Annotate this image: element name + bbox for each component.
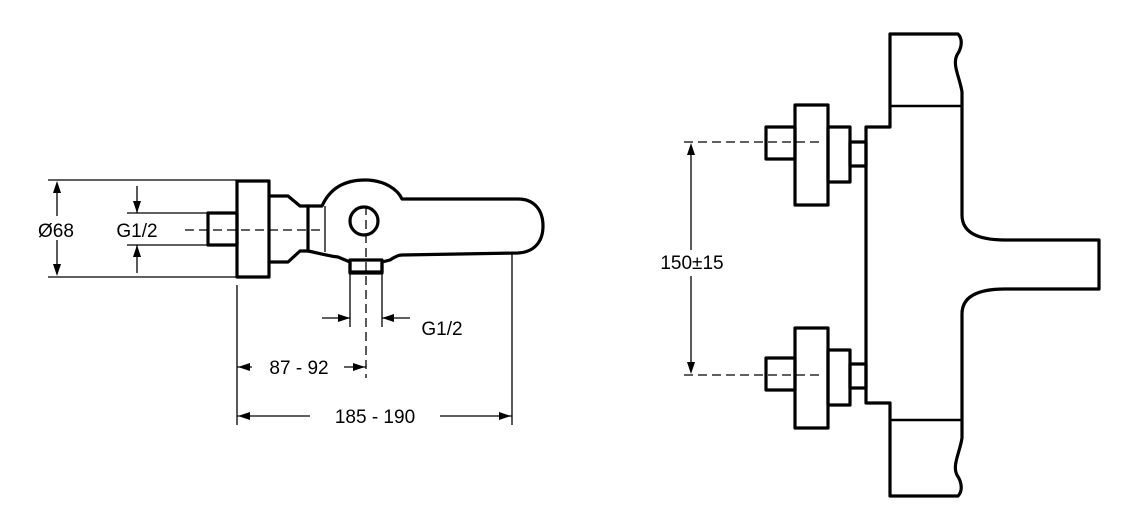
- lower-connector: [764, 326, 868, 430]
- inlet-spacing-dimension: [644, 143, 740, 374]
- wall-flange: [235, 179, 271, 279]
- mixer-bar-outline: [864, 32, 1101, 498]
- diameter-label: Ø68: [38, 221, 74, 242]
- control-knob: [348, 205, 380, 237]
- outlet-distance-dimension: [237, 355, 366, 379]
- upper-connector: [764, 103, 868, 207]
- outlet-thread-label: G1/2: [421, 319, 462, 340]
- mixer-body-handle: [306, 178, 545, 274]
- side-view: Ø68 G1/2 G1/2: [22, 178, 545, 428]
- outlet-nipple: [348, 258, 384, 275]
- overall-depth-label: 185 - 190: [335, 407, 415, 428]
- inlet-stub: [206, 211, 239, 247]
- outlet-distance-label: 87 - 92: [269, 358, 328, 379]
- inlet-spacing-label: 150±15: [660, 253, 723, 274]
- side-view-body: [206, 178, 545, 279]
- overall-depth-dimension: [237, 404, 512, 428]
- front-view: 150±15: [644, 32, 1101, 498]
- diameter-dimension: [22, 179, 237, 278]
- inlet-thread-label: G1/2: [116, 221, 157, 242]
- flange-connector: [267, 194, 310, 264]
- inlet-thread-dimension: [103, 186, 208, 273]
- outlet-thread-dimension: [322, 273, 410, 327]
